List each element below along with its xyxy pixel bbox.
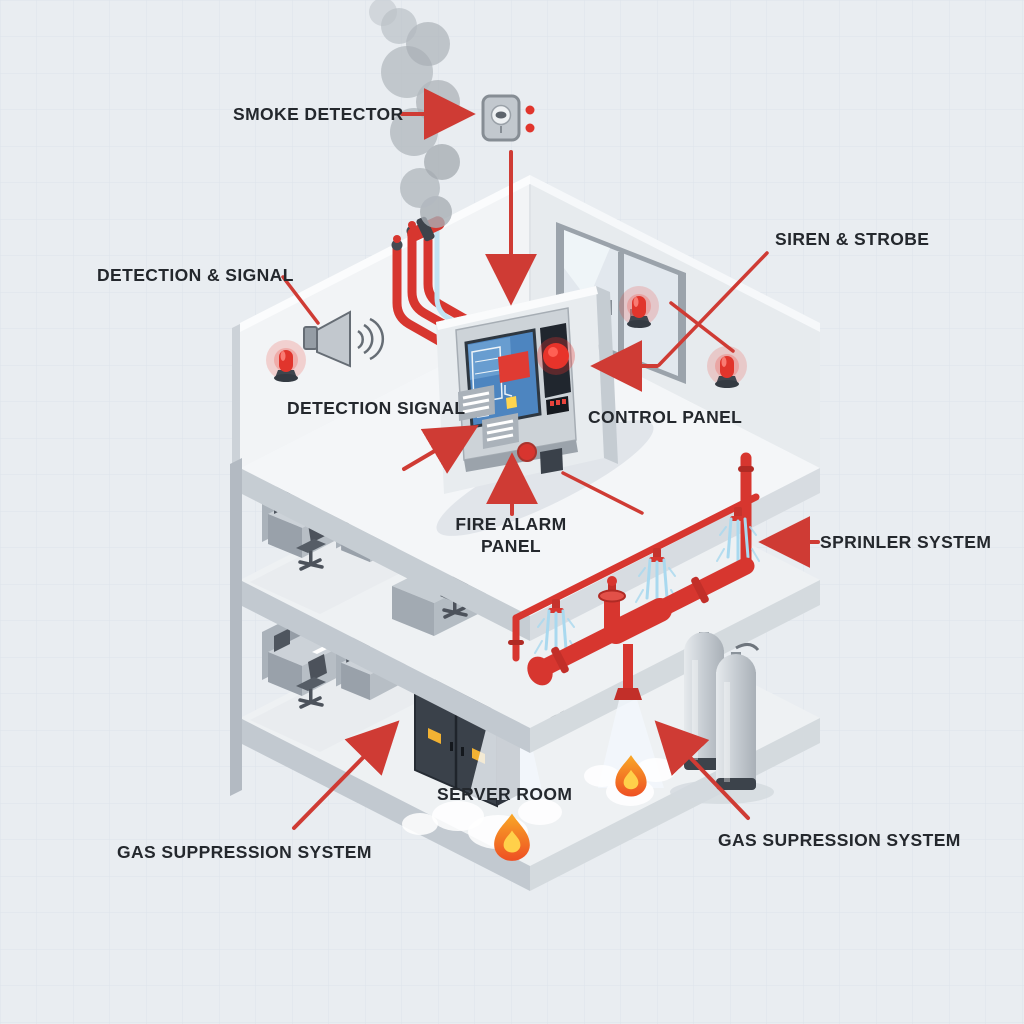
panel-red-button (517, 442, 537, 462)
corner-post (230, 458, 242, 796)
label-gas-suppression-left: GAS SUPPRESSION SYSTEM (117, 842, 372, 862)
line-siren-strobe (657, 251, 769, 367)
arrow-gas-left (292, 720, 400, 830)
line-beacons (669, 301, 735, 353)
label-gas-suppression-right: GAS SUPRESSION SYSTEM (718, 830, 961, 850)
label-siren-strobe: SIREN & STROBE (775, 229, 929, 249)
labels: SMOKE DETECTOR DETECTION & SIGNAL SIREN … (97, 104, 991, 862)
valve (598, 576, 626, 640)
smoke-detector-icon (481, 94, 535, 142)
arrow-detection-signal (402, 425, 479, 474)
line-detection-signal (281, 275, 320, 325)
arrow-gas-right (654, 720, 750, 820)
indicator-led (525, 105, 535, 115)
panel-port (540, 448, 563, 474)
sprinkler-system (508, 452, 761, 700)
label-server-room: SERVER ROOM (437, 784, 572, 804)
discharge-nozzle (614, 688, 642, 700)
alert-indicator (498, 351, 530, 383)
label-detection-and-signal: DETECTION & SIGNAL (97, 265, 294, 285)
indicator-led (525, 123, 535, 133)
annotation-arrows (281, 88, 820, 830)
alarm-button-panel (537, 323, 575, 415)
label-detection-signal: DETECTION SIGNAL (287, 398, 466, 418)
label-fire-alarm-panel: FIRE ALARM (455, 514, 566, 534)
line-panel-to-sprinkler (561, 471, 644, 515)
label-control-panel: CONTROL PANEL (588, 407, 742, 427)
cabinet-label-badge (428, 728, 441, 744)
label-smoke-detector: SMOKE DETECTOR (233, 104, 404, 124)
top-floor-walls (232, 175, 820, 474)
speaker-icon (303, 310, 385, 368)
panel-vents (458, 385, 519, 449)
label-sprinkler-system: SPRINLER SYSTEM (820, 532, 991, 552)
label-fire-alarm-panel: PANEL (481, 536, 541, 556)
